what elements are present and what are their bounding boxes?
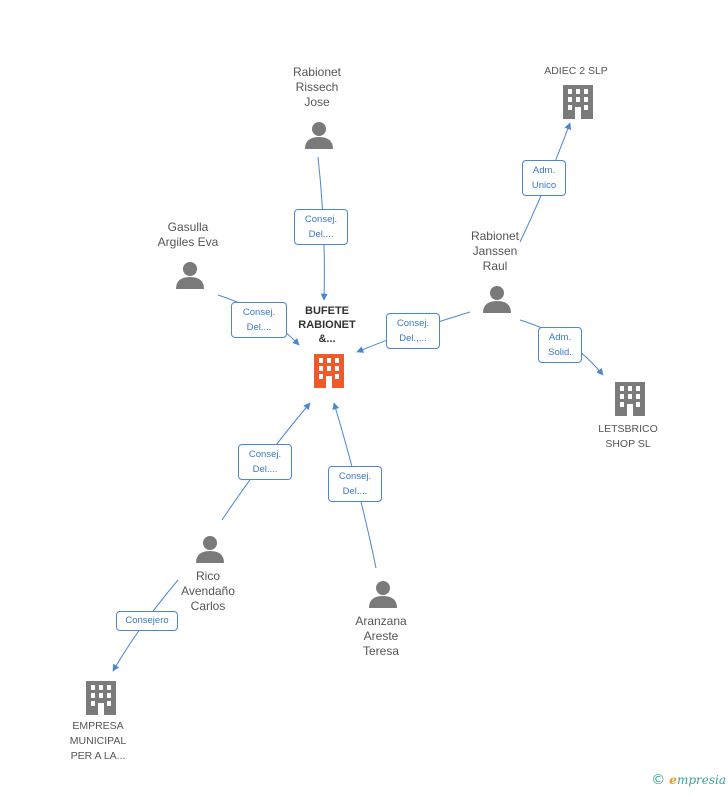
edge-label-janssen-letsbrico: Adm. Solid.: [538, 327, 582, 363]
copyright-icon: ©: [651, 772, 666, 788]
node-label-aranzana[interactable]: Aranzana Areste Teresa: [355, 614, 407, 658]
person-icon[interactable]: [305, 122, 333, 149]
building-icon[interactable]: [86, 681, 116, 715]
brand-logo-text: mpresia: [676, 773, 726, 787]
edge-label-rico-empresa: Consejero: [116, 611, 178, 631]
node-label-center[interactable]: BUFETE RABIONET &...: [298, 305, 356, 345]
edge-label-janssen-adiec: Adm. Unico: [522, 160, 566, 196]
building-icon[interactable]: [615, 382, 645, 416]
edge-label-janssen-center: Consej. Del.,...: [386, 313, 440, 349]
node-label-rabionet-rissech[interactable]: Rabionet Rissech Jose: [292, 65, 342, 109]
node-label-adiec[interactable]: ADIEC 2 SLP: [544, 65, 608, 77]
edge-label-rissech-center: Consej. Del....: [294, 209, 348, 245]
node-label-rabionet-janssen[interactable]: Rabionet Janssen Raul: [470, 229, 520, 273]
building-icon[interactable]: [563, 85, 593, 119]
person-icon[interactable]: [196, 536, 224, 563]
brand-logo: empresia: [669, 773, 726, 787]
person-icon[interactable]: [483, 286, 511, 313]
edge-label-rico-center: Consej. Del....: [238, 444, 292, 480]
node-label-gasulla[interactable]: Gasulla Argiles Eva: [157, 220, 219, 249]
person-icon[interactable]: [369, 581, 397, 608]
node-label-rico[interactable]: Rico Avendaño Carlos: [181, 569, 235, 613]
node-label-letsbrico[interactable]: LETSBRICO SHOP SL: [598, 423, 658, 450]
person-icon[interactable]: [176, 262, 204, 289]
edge-label-aranzana-center: Consej. Del....: [328, 466, 382, 502]
node-label-empresa[interactable]: EMPRESA MUNICIPAL PER A LA...: [69, 720, 127, 762]
building-icon-center[interactable]: [314, 354, 344, 388]
edge-label-gasulla-center: Consej. Del....: [231, 302, 287, 338]
brand-logo-e: e: [669, 773, 677, 787]
footer-brand[interactable]: © empresia: [651, 771, 726, 789]
